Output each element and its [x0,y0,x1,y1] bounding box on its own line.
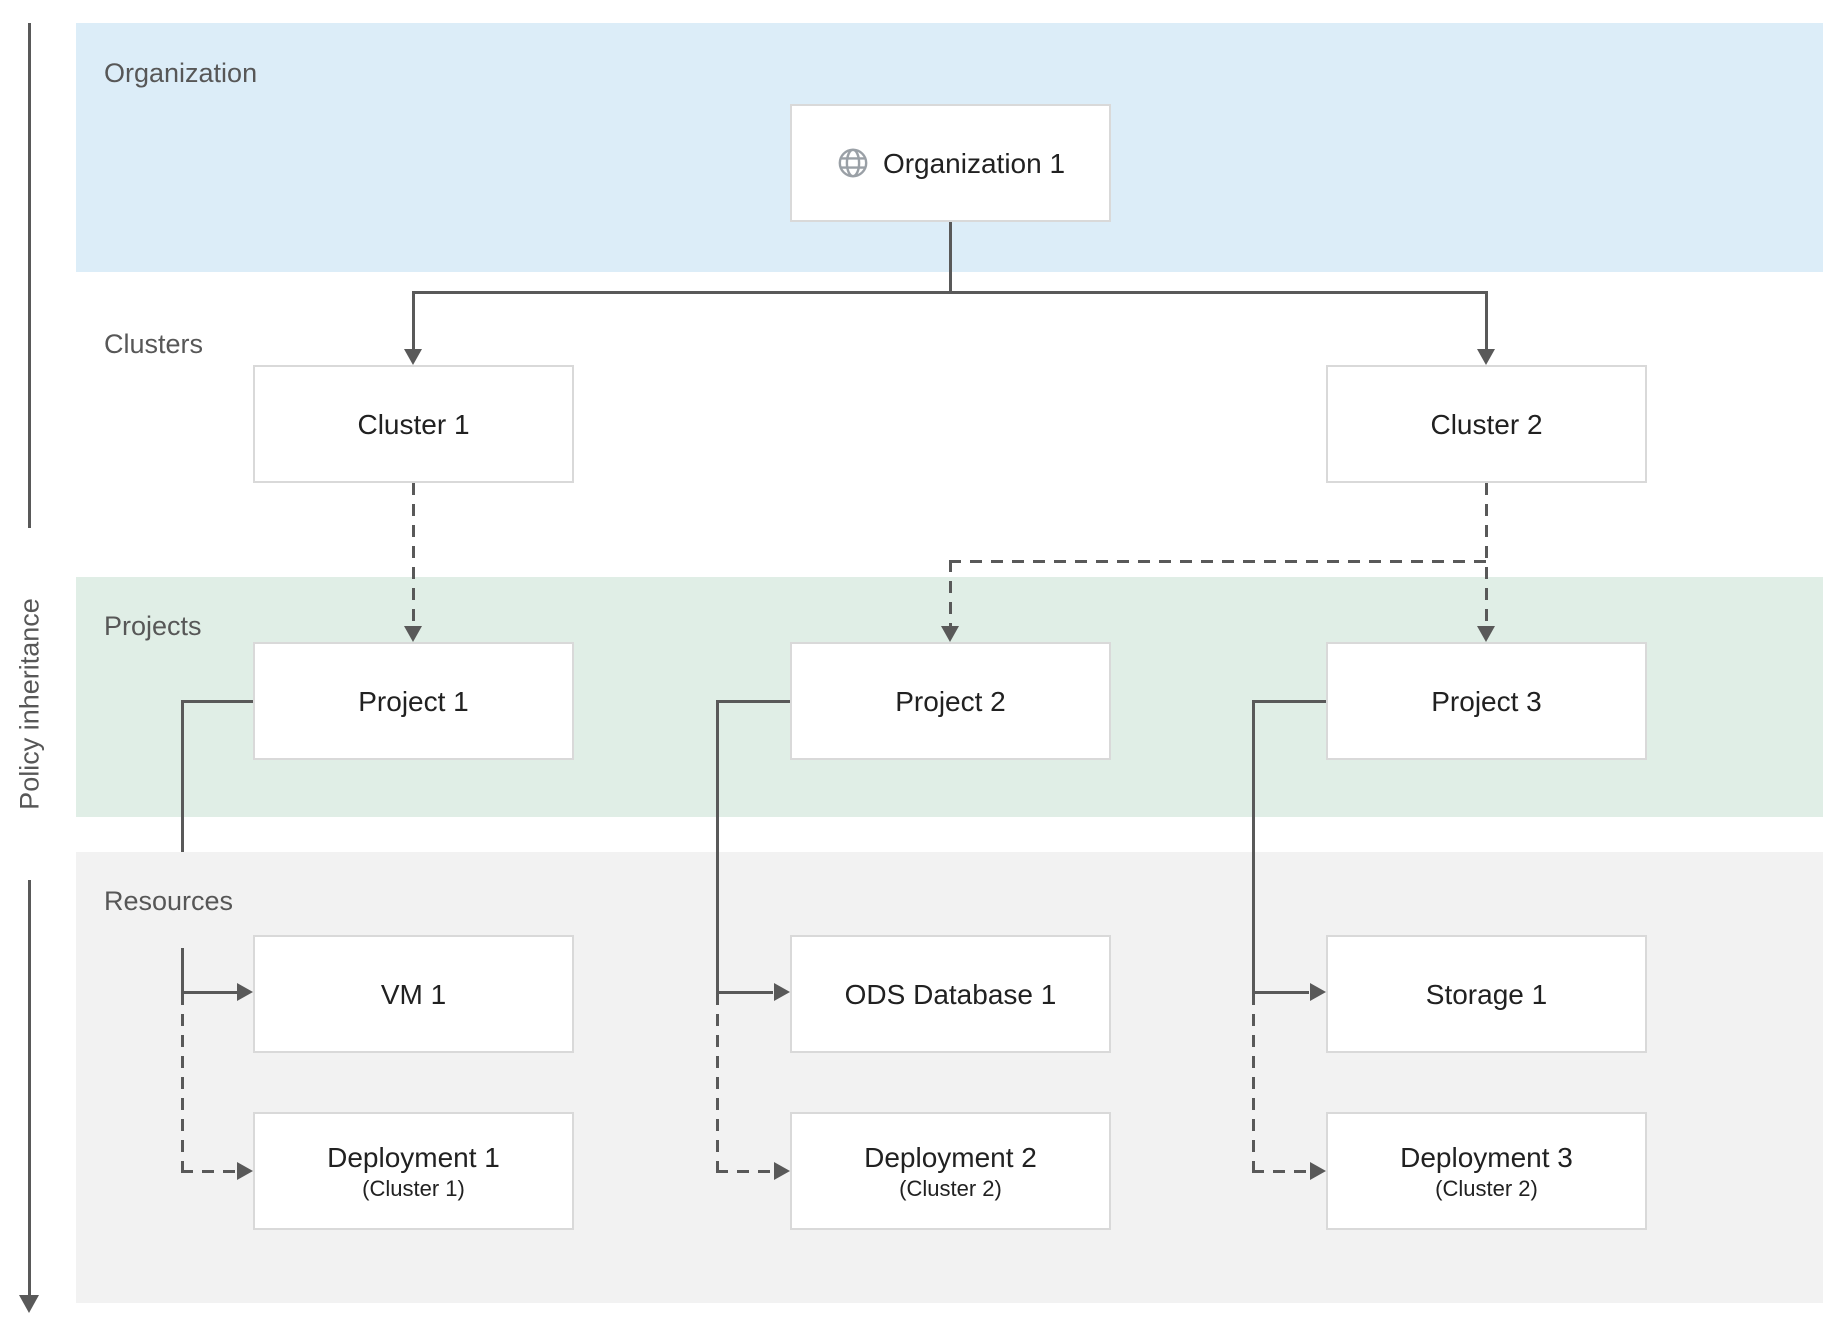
storage1-node: Storage 1 [1326,935,1647,1053]
organization1-label: Organization 1 [882,147,1066,179]
cluster2-to-project2-dashed-line [949,560,952,626]
org-to-cluster1-arrowhead-icon [404,349,422,365]
cluster2-to-project2-dashed-rail [949,560,1486,563]
deployment1-node: Deployment 1 (Cluster 1) [253,1112,574,1230]
deployment2-sublabel: (Cluster 2) [899,1175,1002,1201]
project3-to-storage-line [1252,991,1309,994]
project1-to-deployment1-dashed-line [181,993,184,1171]
project2-to-deployment2-arrowhead-icon [774,1162,790,1180]
project2-to-ods-line [716,991,773,994]
vm1-node: VM 1 [253,935,574,1053]
project2-node: Project 2 [790,642,1111,760]
cluster1-to-project1-dashed-line [412,483,415,626]
project2-out-line [716,700,790,703]
org-stem-line [949,222,952,293]
cluster2-to-project3-arrowhead-icon [1477,626,1495,642]
deployment3-label: Deployment 3 [1400,1141,1573,1173]
org-branch-rail-line [412,291,1488,294]
project3-to-deployment3-arrowhead-icon [1310,1162,1326,1180]
org-to-cluster2-line [1485,291,1488,349]
organization1-node: Organization 1 [790,104,1111,222]
deployment1-label: Deployment 1 [327,1141,500,1173]
project3-node: Project 3 [1326,642,1647,760]
vm1-label: VM 1 [380,978,447,1010]
cluster1-node: Cluster 1 [253,365,574,483]
project2-down-line [716,700,719,993]
cluster2-node: Cluster 2 [1326,365,1647,483]
project1-to-vm1-line [181,991,238,994]
project3-to-deployment3-dashed-rail [1252,1170,1309,1173]
org-to-cluster2-arrowhead-icon [1477,349,1495,365]
project3-label: Project 3 [1431,685,1542,717]
policy-inheritance-label: Policy inheritance [14,598,45,810]
projects-band-label: Projects [104,611,202,641]
project1-node: Project 1 [253,642,574,760]
deployment3-sublabel: (Cluster 2) [1435,1175,1538,1201]
project2-to-deployment2-dashed-line [716,993,719,1171]
cluster1-label: Cluster 1 [357,408,470,440]
deployment2-label: Deployment 2 [864,1141,1037,1173]
deployment3-node: Deployment 3 (Cluster 2) [1326,1112,1647,1230]
policy-axis-arrowhead-icon [19,1295,39,1313]
project3-to-deployment3-dashed-line [1252,993,1255,1171]
organization-band-label: Organization [104,58,258,88]
cluster2-label: Cluster 2 [1430,408,1543,440]
clusters-band-label: Clusters [104,329,204,359]
cluster2-to-project2-arrowhead-icon [941,626,959,642]
globe-icon [836,146,870,180]
project1-to-deployment1-dashed-rail [181,1170,238,1173]
storage1-label: Storage 1 [1425,978,1548,1010]
ods-database1-node: ODS Database 1 [790,935,1111,1053]
project2-label: Project 2 [895,685,1006,717]
project2-to-deployment2-dashed-rail [716,1170,773,1173]
policy-axis-line-top [28,23,31,528]
resources-band-label: Resources [104,886,234,916]
cluster2-to-project3-dashed-line [1485,483,1488,626]
project2-to-ods-arrowhead-icon [774,983,790,1001]
project3-down-line [1252,700,1255,993]
org-to-cluster1-line [412,291,415,349]
project3-out-line [1252,700,1326,703]
project1-out-line [181,700,253,703]
deployment1-sublabel: (Cluster 1) [362,1175,465,1201]
deployment2-node: Deployment 2 (Cluster 2) [790,1112,1111,1230]
project1-label: Project 1 [358,685,469,717]
ods-database1-label: ODS Database 1 [844,978,1057,1010]
project1-to-deployment1-arrowhead-icon [237,1162,253,1180]
policy-axis-line-bottom [28,880,31,1295]
cluster1-to-project1-arrowhead-icon [404,626,422,642]
project1-down-line-upper [181,700,184,852]
project3-to-storage-arrowhead-icon [1310,983,1326,1001]
project1-to-vm1-arrowhead-icon [237,983,253,1001]
resources-band [76,852,1823,1303]
project1-down-line-lower [181,948,184,993]
